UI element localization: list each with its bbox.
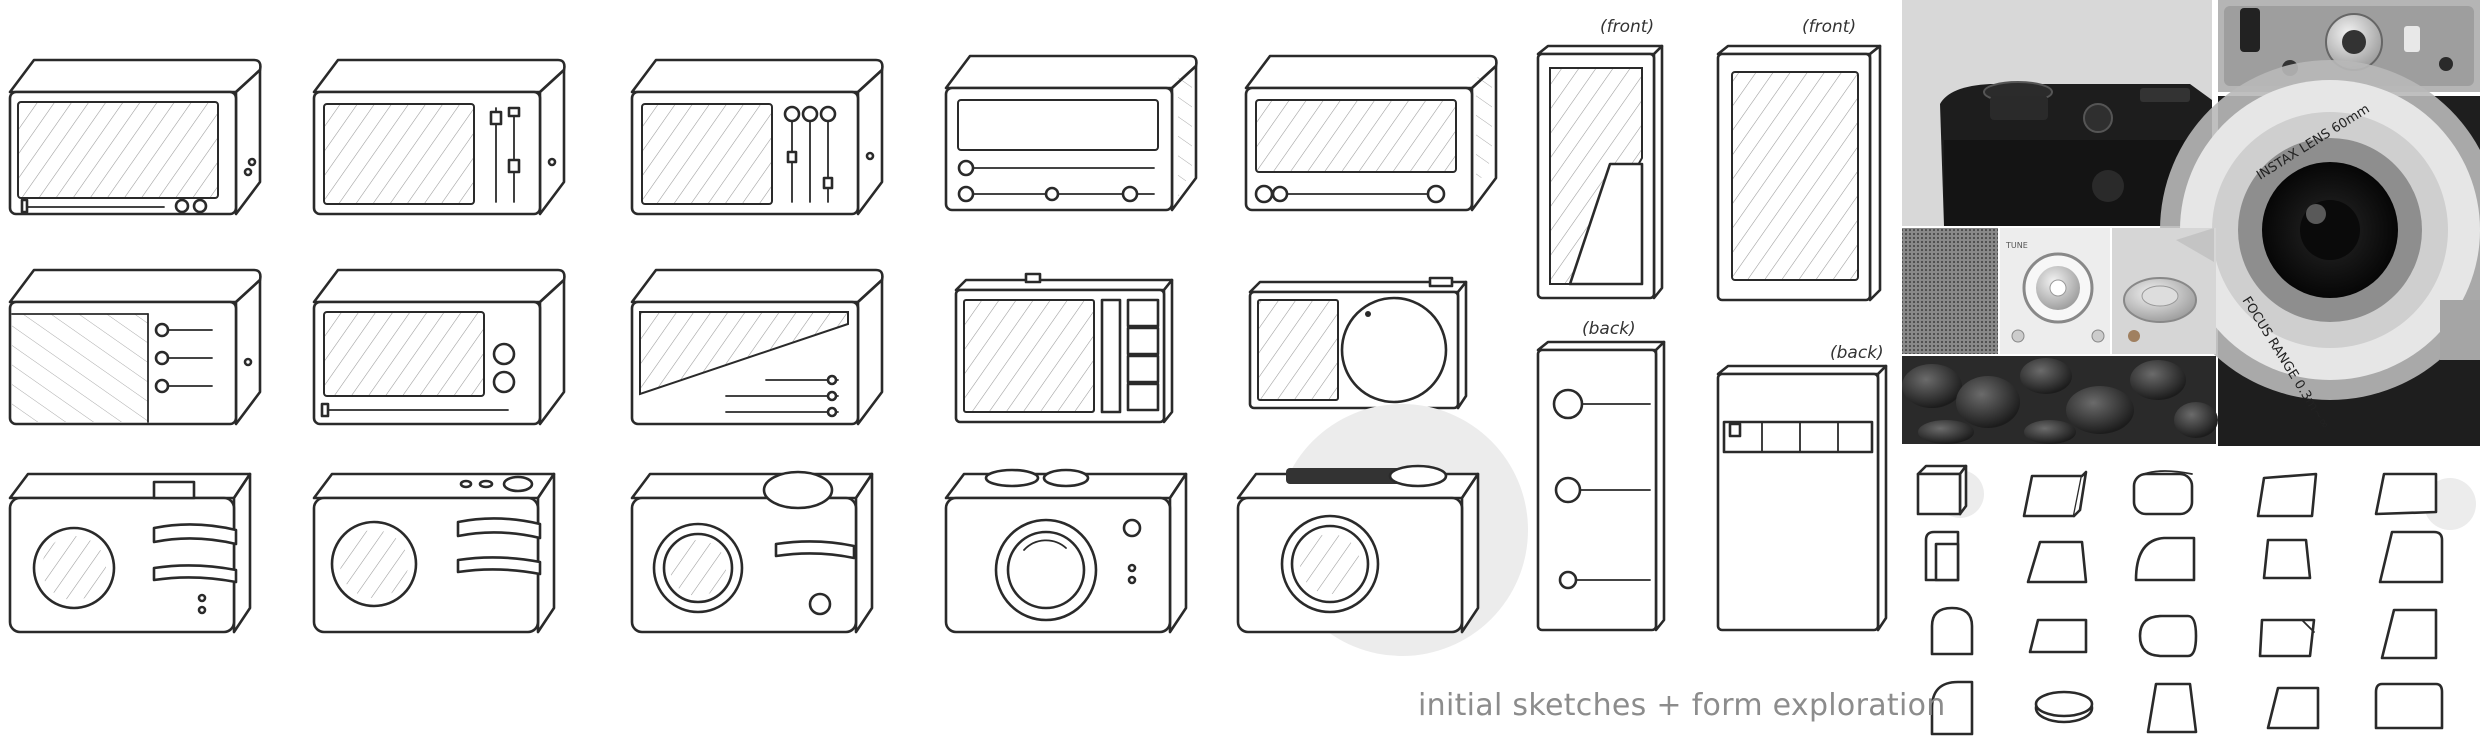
instax-lens-photo: INSTAX LENS 60mm FOCUS RANGE 0.3m~∞	[2160, 60, 2480, 446]
dial-label: TUNE	[2005, 241, 2028, 250]
sketch-radio-9	[954, 272, 1174, 424]
photo-collage: INSTAX LENS 60mm FOCUS RANGE 0.3m~∞ TUNE	[1902, 0, 2480, 446]
sketch-camera-3	[630, 470, 874, 634]
note-front-1: (front)	[1600, 17, 1654, 37]
note-back-2: (back)	[1830, 343, 1884, 363]
sketch-radio-2	[312, 58, 566, 216]
sketch-radio-8	[630, 268, 884, 426]
knob-photo	[2112, 228, 2216, 354]
sketch-radio-10	[1248, 276, 1468, 410]
note-back-1: (back)	[1582, 319, 1636, 339]
sketch-radio-7	[312, 268, 566, 426]
sketch-radio-5	[1244, 54, 1498, 212]
dial-photo: TUNE	[2000, 228, 2110, 354]
sketch-tall-front-2: (front)	[1716, 17, 1882, 302]
sketch-radio-3	[630, 58, 884, 216]
board-caption: initial sketches + form exploration	[1418, 688, 1946, 723]
sketch-tall-back-1: (back)	[1536, 319, 1666, 632]
sketch-radio-1	[8, 58, 262, 216]
sketch-camera-1	[8, 472, 252, 634]
mesh-photo	[1902, 228, 1998, 354]
sketch-camera-5	[1236, 464, 1480, 634]
sketch-tall-front-1: (front)	[1536, 17, 1664, 300]
sketch-camera-2	[312, 472, 556, 634]
stones-photo	[1902, 356, 2218, 444]
sketch-radio-4	[944, 54, 1198, 212]
sketch-camera-4	[944, 468, 1188, 634]
form-exploration-grid	[1916, 464, 2476, 736]
sketch-radio-6	[8, 268, 262, 426]
sketch-tall-back-2: (back)	[1716, 343, 1888, 632]
note-front-2: (front)	[1802, 17, 1856, 37]
